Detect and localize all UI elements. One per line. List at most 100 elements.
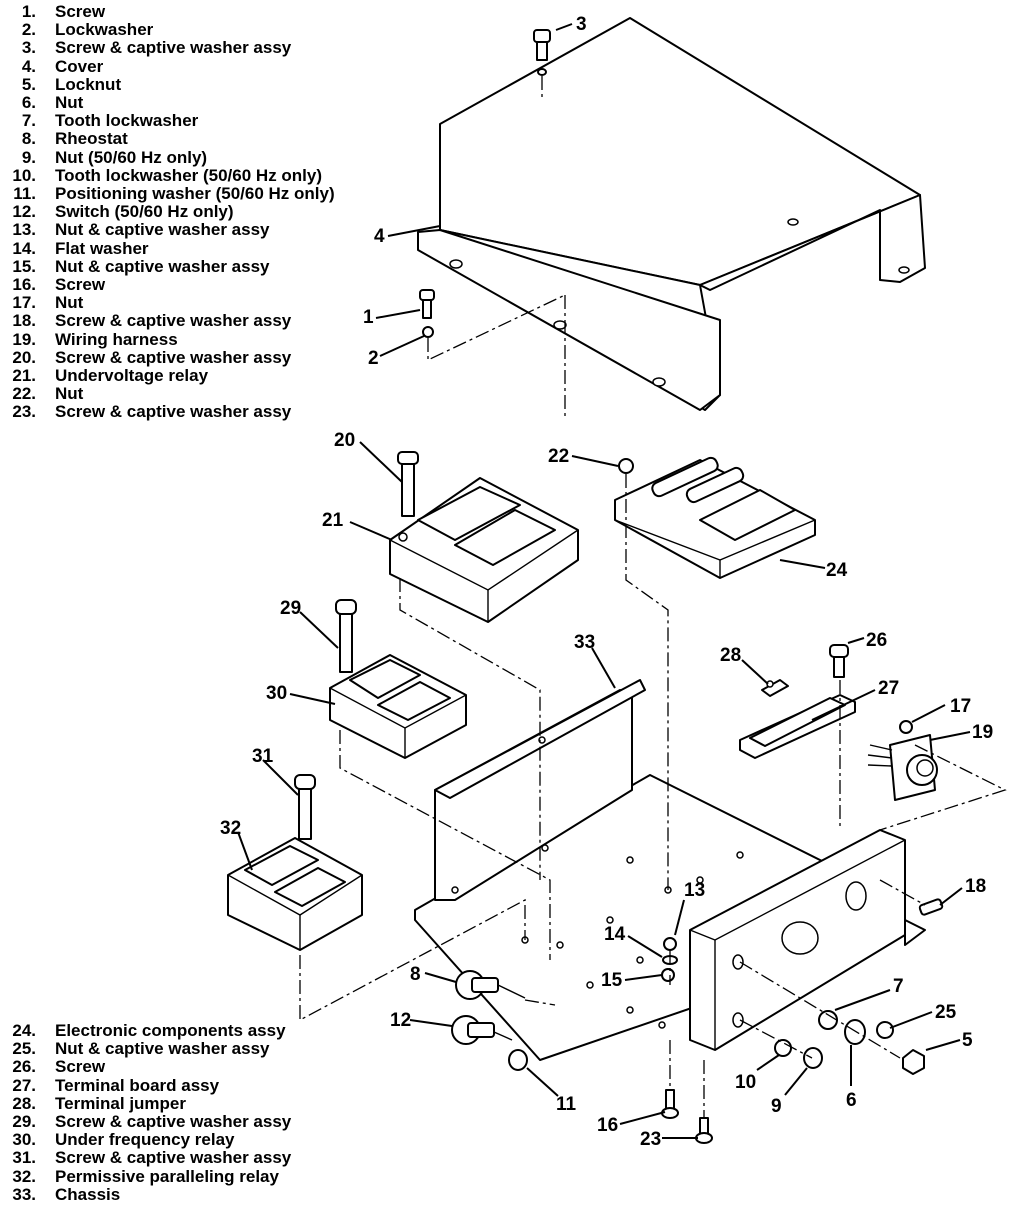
legend-item-number: 15.: [12, 256, 36, 276]
legend-item-label: Switch (50/60 Hz only): [55, 202, 234, 222]
legend-item-label: Screw & captive washer assy: [55, 311, 292, 331]
legend-item: 7.Tooth lockwasher: [0, 112, 335, 130]
callout-9: 9: [771, 1096, 782, 1117]
chassis-part: [414, 679, 926, 1061]
legend-item-label: Screw & captive washer assy: [55, 347, 292, 367]
legend-item-number: 2.: [21, 20, 36, 40]
nut-17: [899, 720, 913, 734]
tooth-lockwasher-7: [818, 1010, 838, 1030]
callout-8: 8: [410, 964, 421, 985]
callout-7: 7: [893, 976, 904, 997]
rheostat-part: [455, 970, 526, 1000]
legend-item: 28.Terminal jumper: [0, 1093, 291, 1113]
legend-item-number: 22.: [12, 384, 36, 404]
screw-29: [335, 599, 357, 673]
legend-item-number: 11.: [13, 184, 36, 204]
terminal-board-part: [739, 694, 856, 759]
legend-item-number: 3.: [21, 38, 36, 58]
callout-6: 6: [846, 1090, 857, 1111]
legend-item-label: Nut (50/60 Hz only): [55, 147, 208, 167]
legend-item: 6.Nut: [0, 93, 335, 113]
legend-item-label: Nut & captive washer assy: [55, 1039, 270, 1059]
legend-item-label: Tooth lockwasher: [55, 111, 199, 131]
legend-item-number: 5.: [21, 74, 36, 94]
legend-item-label: Screw & captive washer assy: [55, 38, 292, 58]
legend-item: 26.Screw: [0, 1058, 291, 1076]
callout-18: 18: [965, 876, 986, 897]
callout-29: 29: [280, 598, 301, 619]
permissive-paralleling-relay-part: [227, 837, 363, 951]
nut-15: [661, 968, 675, 982]
legend-item: 8.Rheostat: [0, 130, 335, 148]
callout-20: 20: [334, 430, 355, 451]
legend-item-label: Nut: [55, 293, 84, 313]
legend-item-number: 28.: [12, 1093, 36, 1113]
legend-item: 32.Permissive paralleling relay: [0, 1166, 291, 1186]
legend-item: 5. Locknut: [0, 74, 335, 94]
legend-item-number: 9.: [21, 147, 36, 167]
legend-item: 19. Wiring harness: [0, 329, 335, 349]
nut-25: [876, 1021, 894, 1039]
terminal-jumper-28: [761, 679, 789, 697]
legend-item-label: Cover: [55, 56, 104, 76]
legend-item-number: 16.: [12, 275, 36, 295]
legend-item-number: 30.: [12, 1130, 36, 1150]
callout-30: 30: [266, 683, 287, 704]
legend-item-number: 21.: [12, 366, 36, 386]
legend-item-label: Under frequency relay: [55, 1130, 235, 1150]
legend-item-number: 17.: [12, 293, 36, 313]
legend-item: 24.Electronic components assy: [0, 1021, 291, 1040]
callout-3: 3: [576, 14, 587, 35]
legend-item: 15. Nut & captive washer assy: [0, 256, 335, 276]
legend-item: 31.Screw & captive washer assy: [0, 1149, 291, 1167]
legend-item: 13.Nut & captive washer assy: [0, 221, 335, 239]
callout-12: 12: [390, 1010, 411, 1031]
callout-17: 17: [950, 696, 971, 717]
legend-item: 16. Screw: [0, 275, 335, 295]
callout-26: 26: [866, 630, 887, 651]
nut-22: [618, 458, 634, 474]
callout-21: 21: [322, 510, 344, 531]
legend-item: 17. Nut: [0, 294, 335, 312]
legend-item: 33.Chassis: [0, 1185, 291, 1204]
legend-item-label: Wiring harness: [55, 329, 178, 349]
legend-item-number: 14.: [12, 238, 36, 258]
nut-13: [663, 937, 677, 951]
legend-item-label: Nut & captive washer assy: [55, 256, 270, 276]
legend-item-label: Permissive paralleling relay: [55, 1166, 279, 1186]
callout-22: 22: [548, 446, 569, 467]
legend-item-number: 25.: [12, 1039, 36, 1059]
legend-item-label: Nut: [55, 93, 84, 113]
legend-item-label: Undervoltage relay: [55, 366, 209, 386]
screw-18: [918, 898, 944, 916]
callout-16: 16: [597, 1115, 618, 1136]
legend-item-number: 20.: [12, 347, 36, 367]
legend-item-number: 19.: [12, 329, 36, 349]
legend-item-number: 4.: [21, 56, 36, 76]
callout-24: 24: [826, 560, 848, 581]
electronic-components-part: [614, 456, 816, 579]
legend-item-label: Screw & captive washer assy: [55, 402, 292, 422]
legend-item: 4. Cover: [0, 56, 335, 76]
legend-item-label: Nut: [55, 384, 84, 404]
legend-item-number: 12.: [12, 202, 36, 222]
legend-item: 10.Tooth lockwasher (50/60 Hz only): [0, 166, 335, 185]
legend-item: 25. Nut & captive washer assy: [0, 1040, 291, 1058]
legend-item: 21. Undervoltage relay: [0, 366, 335, 386]
legend-item: 18. Screw & captive washer assy: [0, 312, 335, 330]
legend-item: 14.Flat washer: [0, 238, 335, 258]
callout-4: 4: [374, 226, 385, 247]
callout-28: 28: [720, 645, 741, 666]
legend-item-label: Screw: [55, 2, 106, 21]
undervoltage-relay-part: [389, 477, 579, 623]
legend-item-number: 18.: [12, 311, 36, 331]
legend-item-label: Locknut: [55, 74, 122, 94]
callout-33: 33: [574, 632, 595, 653]
legend-item: 9. Nut (50/60 Hz only): [0, 147, 335, 167]
legend-item: 22. Nut: [0, 385, 335, 403]
screw-23: [695, 1117, 713, 1144]
legend-item-label: Screw: [55, 275, 106, 295]
legend-item-number: 26.: [12, 1057, 36, 1077]
